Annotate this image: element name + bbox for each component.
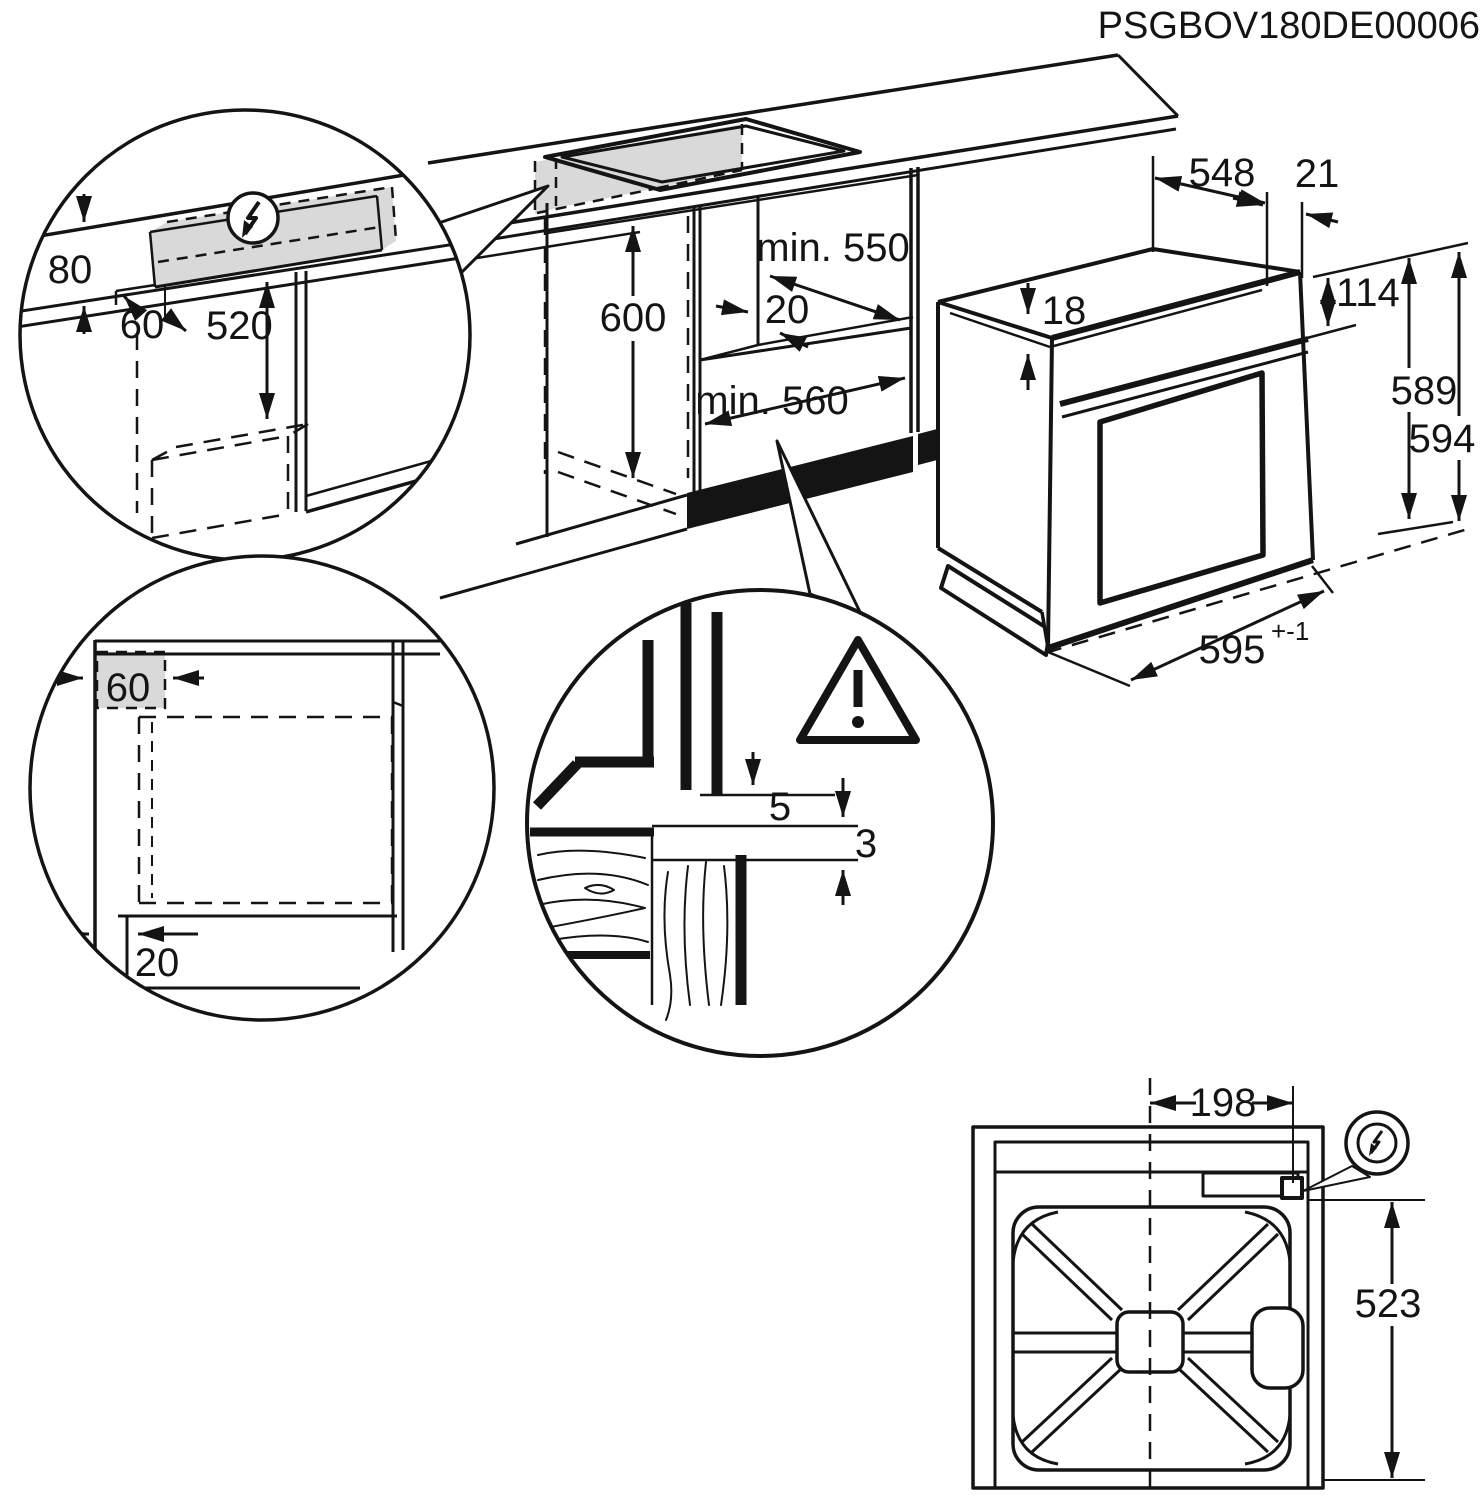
- dim-600-label: 600: [600, 296, 667, 340]
- dim-21-label: 21: [1295, 152, 1340, 196]
- detail-circle-ring: [525, 588, 995, 1058]
- dim-20-plan-label: 20: [135, 941, 180, 985]
- dim-80-label: 80: [48, 248, 93, 292]
- lightning-icon: [1344, 1110, 1410, 1176]
- dim-min560-label: min. 560: [695, 379, 848, 423]
- dim-depth: 548 21: [1151, 151, 1340, 286]
- drawing-code: PSGBOV180DE00006: [1098, 5, 1480, 47]
- niche-cutaway-view: 600 min. 550 20 min. 560: [427, 53, 1180, 600]
- dim-niche-depth: min. 550: [756, 226, 910, 322]
- hob-cutout-outer: [543, 117, 862, 192]
- dim-589-label: 589: [1391, 369, 1458, 413]
- gap-detail-view: 5 3: [525, 588, 995, 1058]
- top-view-detail: 60 20: [28, 554, 496, 1022]
- warning-triangle-icon: [796, 636, 920, 744]
- wood-grain: [537, 849, 649, 943]
- dim-rear-gap: 20: [715, 288, 810, 352]
- dim-top-inset: 18: [1020, 283, 1087, 390]
- dim-60-plan-label: 60: [106, 666, 151, 710]
- dim-panel-height: 114: [1306, 241, 1469, 340]
- plinth-recess: [687, 436, 913, 529]
- oven-isometric-view: 18 548 21 114 589 594: [936, 151, 1476, 688]
- dim-rear-height: 523: [1308, 1199, 1425, 1481]
- dim-heights: 589 594: [1044, 252, 1476, 655]
- dim-18-label: 18: [1042, 289, 1087, 333]
- dim-niche-width: min. 560: [695, 376, 906, 426]
- dim-595-label: 595: [1199, 628, 1266, 672]
- rear-view: 198 523: [971, 1078, 1425, 1498]
- dim-5-label: 5: [769, 785, 791, 829]
- dim-520-label: 520: [206, 304, 273, 348]
- connection-zone-plan: [97, 652, 165, 708]
- dim-niche-height: 600: [600, 226, 667, 478]
- hob-cutout-inner: [560, 124, 846, 184]
- dim-3-label: 3: [855, 822, 877, 866]
- dim-terminal-offset: 198: [1150, 1081, 1294, 1183]
- dim-523-label: 523: [1355, 1282, 1422, 1326]
- electrical-detail-view: 80 60 520: [18, 108, 472, 562]
- shaded-connection-zone: [535, 124, 742, 214]
- dim-594-label: 594: [1409, 417, 1476, 461]
- lightning-icon: [226, 191, 280, 245]
- dim-60-label: 60: [120, 303, 165, 347]
- dim-min550-label: min. 550: [756, 226, 909, 270]
- wood-grain: [663, 861, 729, 1021]
- dim-114-label: 114: [1336, 271, 1400, 315]
- dim-198-label: 198: [1190, 1081, 1257, 1125]
- oven-foot: [939, 564, 1052, 657]
- dim-548-label: 548: [1189, 151, 1256, 195]
- dim-595-tolerance: +-1: [1271, 616, 1309, 646]
- dim-20-label: 20: [765, 288, 810, 332]
- dim-width: 595 +-1: [1047, 565, 1334, 688]
- oven-door-window: [1097, 370, 1266, 606]
- detail-circle-ring: [28, 554, 496, 1022]
